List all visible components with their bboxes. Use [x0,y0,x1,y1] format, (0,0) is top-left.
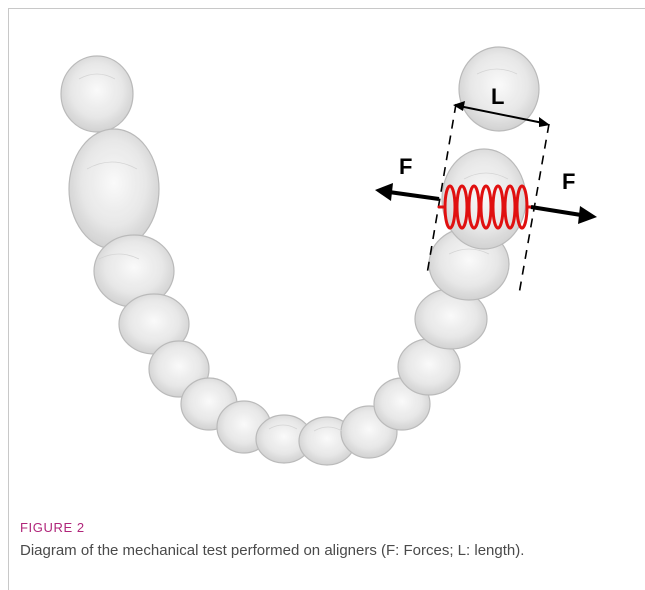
force-arrow-right [531,206,597,224]
force-label-right: F [562,169,575,194]
figure-caption-text: Diagram of the mechanical test performed… [20,541,620,561]
aligner-diagram: L F F [9,9,645,484]
force-label-left: F [399,154,412,179]
figure-number: FIGURE 2 [20,520,620,535]
figure-caption: FIGURE 2 Diagram of the mechanical test … [20,520,620,561]
force-arrow-left [375,183,439,201]
length-label: L [491,84,504,109]
